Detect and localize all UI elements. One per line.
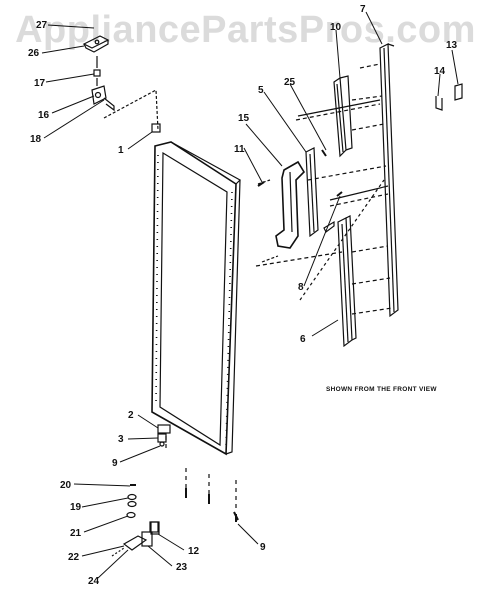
trim-mount-dashes: [255, 63, 393, 315]
callout-18: 18: [30, 134, 42, 145]
top-hinge-assembly: [82, 35, 115, 112]
lower-door-trim: [337, 215, 357, 348]
callout-23: 23: [176, 562, 188, 573]
handle-trim-strip: [305, 147, 335, 238]
callout-20: 20: [60, 480, 72, 491]
callout-26: 26: [28, 48, 40, 59]
trim-clips: [435, 83, 463, 111]
door-handle: [257, 160, 306, 263]
door-mount-screws: [185, 488, 237, 522]
callout-19: 19: [70, 502, 82, 513]
callout-9-left: 9: [112, 458, 118, 469]
callout-11: 11: [234, 144, 245, 155]
callout-1: 1: [118, 145, 124, 156]
hinge-guide-line: [103, 89, 159, 131]
callout-27: 27: [36, 20, 48, 31]
side-trim-long: [379, 43, 399, 318]
callout-10: 10: [330, 22, 342, 33]
callout-8: 8: [298, 282, 304, 293]
hinge-pin-bushing: [151, 123, 161, 133]
callout-labels: 27 26 17 16 18 1 2 3 9 20 19 21 22 24 23…: [28, 4, 458, 587]
callout-13: 13: [446, 40, 458, 51]
callout-6: 6: [300, 334, 306, 345]
callout-25: 25: [284, 77, 296, 88]
small-fasteners: [149, 149, 343, 533]
view-note: SHOWN FROM THE FRONT VIEW: [326, 386, 437, 393]
callout-14: 14: [434, 66, 446, 77]
leader-lines: [41, 11, 459, 579]
callout-12: 12: [188, 546, 200, 557]
door-stop-parts: [157, 424, 171, 447]
upper-door-trim: [333, 75, 353, 158]
callout-15: 15: [238, 113, 250, 124]
callout-3: 3: [118, 434, 124, 445]
callout-24: 24: [88, 576, 100, 587]
trim-bracket-lines: [297, 99, 389, 301]
callout-2: 2: [128, 410, 134, 421]
callout-17: 17: [34, 78, 46, 89]
callout-7: 7: [360, 4, 366, 15]
callout-22: 22: [68, 552, 80, 563]
callout-5: 5: [258, 85, 264, 96]
bottom-hinge-assembly: [111, 484, 160, 557]
door-gasket-frame: [151, 141, 241, 456]
callout-21: 21: [70, 528, 82, 539]
callout-9-right: 9: [260, 542, 266, 553]
callout-16: 16: [38, 110, 50, 121]
